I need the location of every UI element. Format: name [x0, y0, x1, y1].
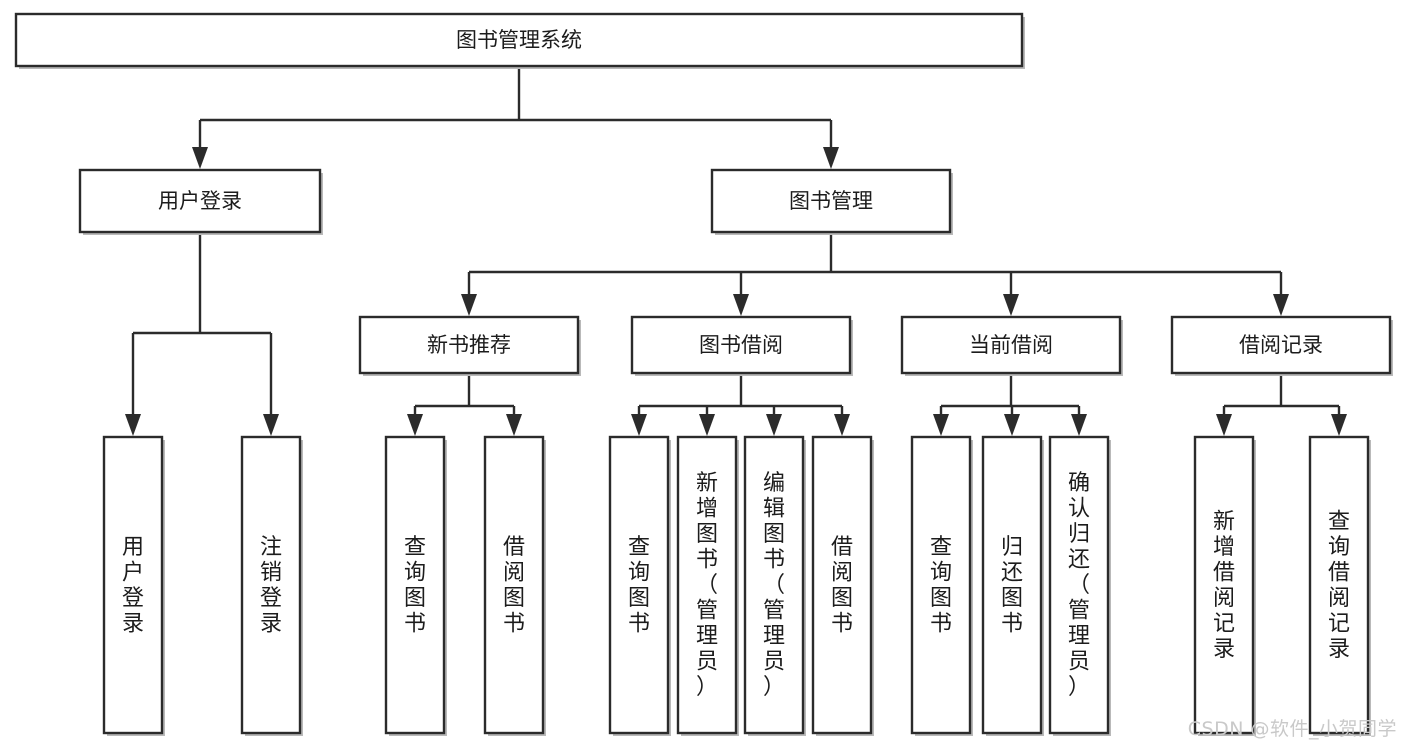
- node-leaf-confirm-return[interactable]: 确认归还（管理员）: [1048, 435, 1111, 736]
- node-rect[interactable]: [240, 435, 302, 735]
- arrow-head-icon: [506, 414, 522, 436]
- node-label: 确认归还（管理员）: [1068, 471, 1090, 700]
- node-label: 查询借阅记录: [1328, 509, 1350, 662]
- node-book-borrow[interactable]: 图书借阅: [630, 315, 853, 376]
- connector-layer: [125, 66, 1347, 436]
- node-label: 注销登录: [260, 535, 282, 637]
- node-leaf-query-book-3[interactable]: 查询图书: [910, 435, 973, 736]
- node-label: 图书借阅: [699, 333, 783, 357]
- arrow-head-icon: [766, 414, 782, 436]
- node-label: 当前借阅: [969, 333, 1053, 357]
- node-label: 归还图书: [1001, 535, 1023, 637]
- node-label: 编辑图书（管理员）: [763, 471, 785, 700]
- node-user-login[interactable]: 用户登录: [78, 168, 323, 235]
- node-leaf-logout[interactable]: 注销登录: [240, 435, 303, 736]
- connector-group-book_manage: [461, 232, 1289, 316]
- node-label: 查询图书: [930, 535, 952, 637]
- node-label: 用户登录: [158, 189, 242, 213]
- node-book-manage[interactable]: 图书管理: [710, 168, 953, 235]
- node-rect[interactable]: [630, 315, 852, 375]
- connector-group-book_borrow: [631, 373, 850, 436]
- node-rect[interactable]: [358, 315, 580, 375]
- node-label: 借阅图书: [831, 535, 853, 637]
- node-rect[interactable]: [910, 435, 972, 735]
- node-leaf-query-book-2[interactable]: 查询图书: [608, 435, 671, 736]
- arrow-head-icon: [834, 414, 850, 436]
- node-leaf-add-record[interactable]: 新增借阅记录: [1193, 435, 1256, 736]
- node-borrow-record[interactable]: 借阅记录: [1170, 315, 1393, 376]
- connector-group-current_borrow: [933, 373, 1087, 436]
- node-rect[interactable]: [710, 168, 952, 234]
- arrow-head-icon: [1331, 414, 1347, 436]
- node-rect[interactable]: [483, 435, 545, 735]
- connector-group-borrow_record: [1216, 373, 1347, 436]
- arrow-head-icon: [1071, 414, 1087, 436]
- node-new-book-rec[interactable]: 新书推荐: [358, 315, 581, 376]
- node-rect[interactable]: [1308, 435, 1370, 735]
- arrow-head-icon: [407, 414, 423, 436]
- arrow-head-icon: [125, 414, 141, 436]
- node-label: 查询图书: [404, 535, 426, 637]
- arrow-head-icon: [1273, 294, 1289, 316]
- node-leaf-user-login[interactable]: 用户登录: [102, 435, 165, 736]
- node-label: 图书管理系统: [456, 28, 582, 52]
- node-rect[interactable]: [608, 435, 670, 735]
- node-rect[interactable]: [811, 435, 873, 735]
- arrow-head-icon: [823, 147, 839, 169]
- connector-group-user_login: [125, 232, 279, 436]
- node-rect[interactable]: [102, 435, 164, 735]
- node-label: 查询图书: [628, 535, 650, 637]
- node-label: 用户登录: [122, 535, 144, 637]
- node-leaf-borrow-book-2[interactable]: 借阅图书: [811, 435, 874, 736]
- node-leaf-return-book[interactable]: 归还图书: [981, 435, 1044, 736]
- node-rect[interactable]: [743, 435, 805, 735]
- arrow-head-icon: [1003, 294, 1019, 316]
- node-rect[interactable]: [1048, 435, 1110, 735]
- arrow-head-icon: [1216, 414, 1232, 436]
- arrow-head-icon: [631, 414, 647, 436]
- node-rect[interactable]: [981, 435, 1043, 735]
- arrow-head-icon: [461, 294, 477, 316]
- node-label: 新增借阅记录: [1213, 509, 1235, 662]
- node-leaf-edit-book[interactable]: 编辑图书（管理员）: [743, 435, 806, 736]
- node-leaf-query-book-1[interactable]: 查询图书: [384, 435, 447, 736]
- arrow-head-icon: [263, 414, 279, 436]
- node-rect[interactable]: [384, 435, 446, 735]
- node-leaf-borrow-book-1[interactable]: 借阅图书: [483, 435, 546, 736]
- arrow-head-icon: [699, 414, 715, 436]
- node-rect[interactable]: [1170, 315, 1392, 375]
- node-leaf-query-record[interactable]: 查询借阅记录: [1308, 435, 1371, 736]
- node-label: 借阅记录: [1239, 333, 1323, 357]
- node-layer: 图书管理系统用户登录图书管理新书推荐图书借阅当前借阅借阅记录用户登录注销登录查询…: [14, 12, 1393, 736]
- connector-group-new_book_rec: [407, 373, 522, 436]
- node-label: 新书推荐: [427, 333, 511, 357]
- node-rect[interactable]: [14, 12, 1024, 68]
- node-label: 借阅图书: [503, 535, 525, 637]
- connector-group-root: [192, 66, 839, 169]
- arrow-head-icon: [1004, 414, 1020, 436]
- node-rect[interactable]: [676, 435, 738, 735]
- node-leaf-add-book[interactable]: 新增图书（管理员）: [676, 435, 739, 736]
- arrow-head-icon: [933, 414, 949, 436]
- arrow-head-icon: [733, 294, 749, 316]
- node-label: 图书管理: [789, 189, 873, 213]
- node-current-borrow[interactable]: 当前借阅: [900, 315, 1123, 376]
- node-rect[interactable]: [900, 315, 1122, 375]
- node-root[interactable]: 图书管理系统: [14, 12, 1025, 69]
- node-rect[interactable]: [1193, 435, 1255, 735]
- node-rect[interactable]: [78, 168, 322, 234]
- arrow-head-icon: [192, 147, 208, 169]
- node-label: 新增图书（管理员）: [696, 471, 718, 700]
